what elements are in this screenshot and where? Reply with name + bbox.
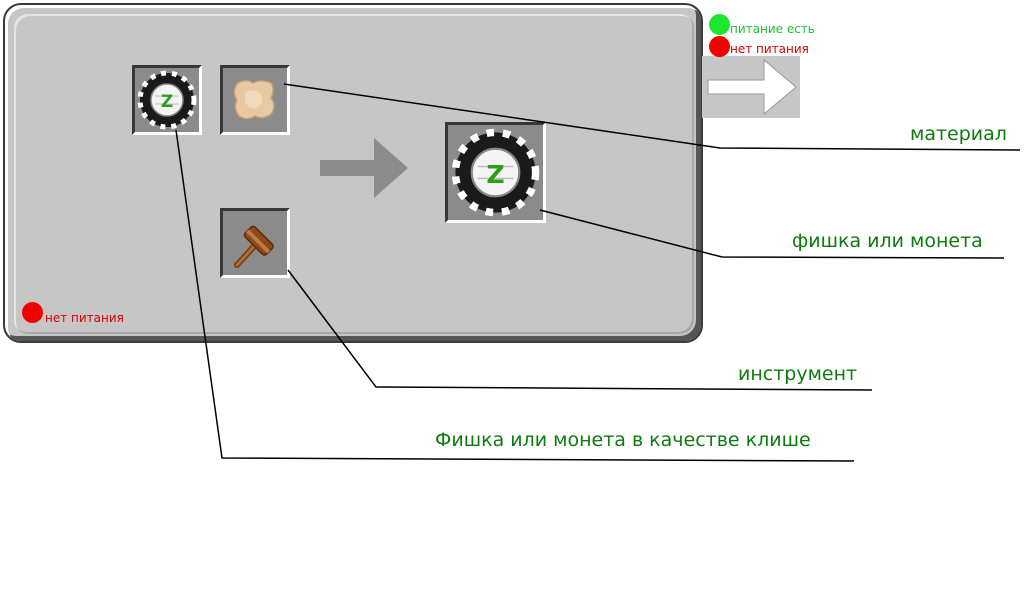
legend-power-on-label: питание есть bbox=[730, 22, 815, 36]
output-side-box bbox=[702, 56, 800, 118]
panel-power-led bbox=[22, 302, 43, 323]
legend-power-off-label: нет питания bbox=[730, 42, 809, 56]
legend-power-off-led bbox=[709, 36, 730, 57]
process-arrow-icon bbox=[320, 138, 408, 198]
chip-icon: Z bbox=[451, 128, 540, 217]
template-slot[interactable]: Z bbox=[132, 65, 202, 135]
leather-icon bbox=[233, 80, 275, 120]
output-slot[interactable]: Z bbox=[445, 122, 546, 223]
tool-slot[interactable] bbox=[220, 208, 290, 278]
legend-power-on-led bbox=[709, 14, 730, 35]
callout-chip-or-coin: фишка или монета bbox=[792, 230, 983, 252]
hammer-icon bbox=[234, 225, 274, 268]
white-arrow-icon bbox=[707, 58, 797, 116]
callout-tool: инструмент bbox=[738, 363, 858, 385]
svg-text:Z: Z bbox=[161, 92, 173, 112]
chip-icon: Z bbox=[137, 70, 197, 130]
callout-chip-as-die: Фишка или монета в качестве клише bbox=[435, 429, 811, 451]
callout-material: материал bbox=[910, 123, 1007, 145]
material-slot[interactable] bbox=[220, 65, 290, 135]
svg-text:Z: Z bbox=[486, 160, 504, 189]
panel-power-status: нет питания bbox=[45, 311, 124, 325]
